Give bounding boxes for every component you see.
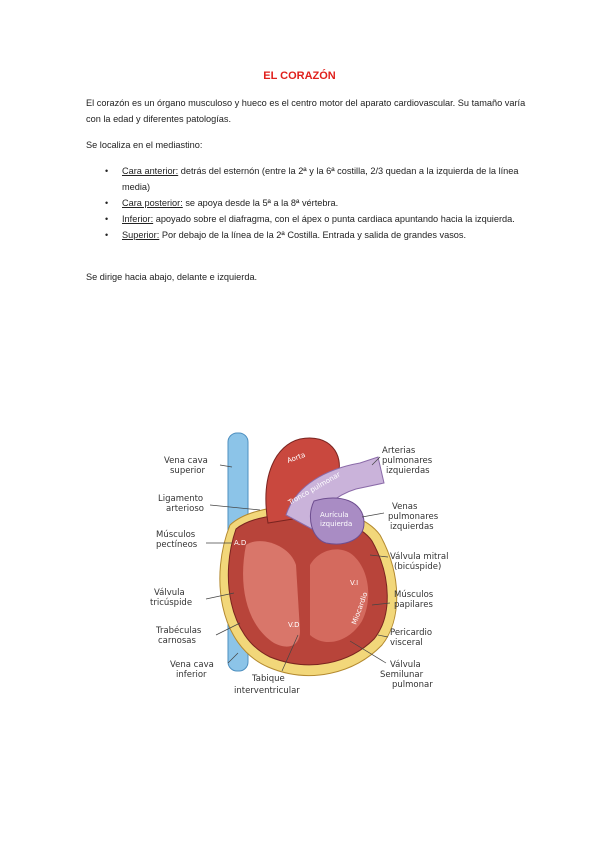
direction-paragraph: Se dirige hacia abajo, delante e izquier… (86, 272, 258, 282)
list-item-text: detrás del esternón (entre la 2ª y la 6ª… (122, 166, 519, 192)
arterias-label-2: pulmonares (382, 456, 433, 466)
list-item-term: Cara anterior: (122, 166, 179, 176)
ligamento-label-2: arterioso (166, 504, 204, 514)
bullet-icon: • (105, 166, 109, 176)
venas-label-2: pulmonares (388, 512, 439, 522)
atrium-label-2: izquierda (320, 520, 352, 528)
list-item-term: Inferior: (122, 214, 154, 224)
left-ventricle-shape (310, 549, 369, 643)
vena-cava-superior-label-1: Vena cava (164, 456, 208, 466)
papilares-label-1: Músculos (394, 590, 434, 600)
left-atrium-shape (310, 497, 365, 545)
leader-lines (205, 456, 391, 672)
tabique-label-2: interventricular (234, 686, 300, 696)
list-item-text: se apoya desde la 5ª a la 8ª vértebra. (182, 198, 339, 208)
vena-cava-superior-label-2: superior (170, 466, 205, 476)
pectineos-label-1: Músculos (156, 530, 196, 540)
bullet-icon: • (105, 214, 109, 224)
semilunar-label-1: Válvula (390, 660, 421, 670)
trabeculas-label-2: carnosas (158, 636, 196, 646)
tabique-label-1: Tabique (251, 674, 285, 684)
list-item-term: Superior: (122, 230, 160, 240)
vena-cava-inferior-label-2: inferior (176, 670, 207, 680)
tricuspide-label-2: tricúspide (150, 598, 192, 608)
venas-label-1: Venas (392, 502, 418, 512)
vd-label: V.D (288, 621, 300, 629)
ad-label: A.D (234, 539, 246, 547)
arterias-label-1: Arterias (382, 446, 416, 456)
location-list: • Cara anterior: detrás del esternón (ent… (105, 163, 525, 243)
right-ventricle-shape (243, 541, 300, 647)
atrium-label-1: Aurícula (320, 511, 349, 519)
list-item-text: apoyado sobre el diafragma, con el ápex … (153, 214, 515, 224)
list-item-term: Cara posterior: (122, 198, 183, 208)
venas-label-3: izquierdas (390, 522, 434, 532)
list-item: • Cara posterior: se apoya desde la 5ª a … (105, 195, 525, 211)
list-item-text: Por debajo de la línea de la 2ª Costilla… (159, 230, 467, 240)
papilares-label-2: papilares (394, 600, 433, 610)
bullet-icon: • (105, 198, 109, 208)
pectineos-label-2: pectíneos (156, 540, 198, 550)
intro-paragraph: El corazón es un órgano musculoso y huec… (86, 98, 526, 124)
list-item: • Cara anterior: detrás del esternón (ent… (105, 163, 525, 195)
trabeculas-label-1: Trabéculas (155, 625, 202, 636)
tricuspide-label-1: Válvula (154, 588, 185, 598)
semilunar-label-2: Semilunar (380, 670, 424, 680)
location-paragraph: Se localiza en el mediastino: (86, 140, 203, 150)
bullet-icon: • (105, 230, 109, 240)
list-item: • Inferior: apoyado sobre el diafragma, c… (105, 211, 525, 227)
arterias-label-3: izquierdas (386, 466, 430, 476)
mitral-label-1: Válvula mitral (390, 552, 448, 562)
page-title: EL CORAZÓN (263, 70, 336, 82)
pericardio-label-1: Pericardio (390, 628, 432, 638)
ligamento-label-1: Ligamento (158, 494, 203, 504)
vi-label: V.I (350, 579, 358, 587)
pericardio-label-2: visceral (390, 638, 423, 648)
heart-diagram: Aorta Tronco pulmonar Aurícula izquierda… (150, 432, 448, 696)
semilunar-label-3: pulmonar (392, 680, 433, 690)
vena-cava-inferior-label-1: Vena cava (170, 660, 214, 670)
list-item: • Superior: Por debajo de la línea de la … (105, 227, 525, 243)
mitral-label-2: (bicúspide) (394, 562, 441, 572)
